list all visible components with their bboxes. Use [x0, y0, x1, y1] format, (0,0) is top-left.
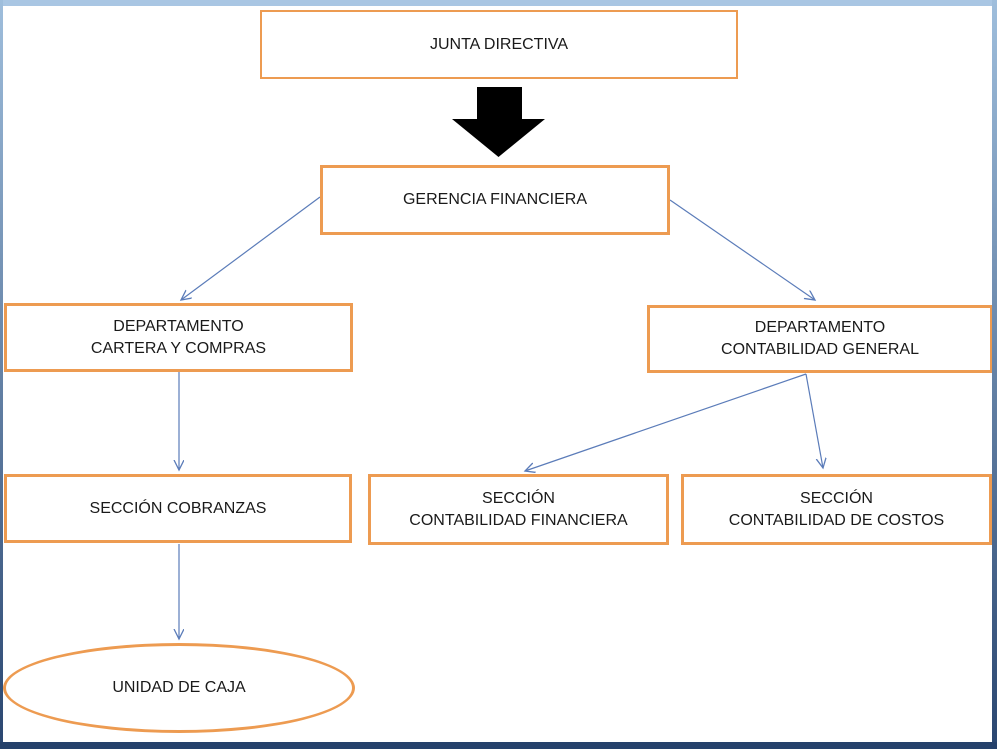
node-gerencia-financiera: GERENCIA FINANCIERA	[320, 165, 670, 235]
node-label-depto-cartera-line2: CARTERA Y COMPRAS	[90, 339, 267, 357]
node-label-unidad-caja: UNIDAD DE CAJA	[112, 679, 246, 696]
down-block-arrow-icon	[452, 87, 545, 157]
node-depto-contabilidad-general: DEPARTAMENTO CONTABILIDAD GENERAL	[647, 305, 993, 373]
node-label-depto-cartera-line1: DEPARTAMENTO	[113, 317, 244, 335]
node-unidad-caja: UNIDAD DE CAJA	[3, 643, 355, 733]
node-label-seccion-costos-line2: CONTABILIDAD DE COSTOS	[728, 511, 945, 529]
connector-depto-contabilidad-to-seccion-financiera	[525, 373, 807, 471]
node-label-depto-contabilidad-line1: DEPARTAMENTO	[754, 319, 886, 336]
node-seccion-cobranzas: SECCIÓN COBRANZAS	[4, 474, 352, 543]
node-label-seccion-costos-line1: SECCIÓN	[800, 489, 873, 507]
node-label-gerencia-financiera: GERENCIA FINANCIERA	[402, 191, 588, 208]
node-label-seccion-financiera-line2: CONTABILIDAD FINANCIERA	[409, 511, 628, 529]
node-seccion-contabilidad-financiera: SECCIÓN CONTABILIDAD FINANCIERA	[368, 474, 669, 545]
node-label-seccion-cobranzas: SECCIÓN COBRANZAS	[89, 499, 267, 517]
frame-border-top	[0, 0, 997, 6]
node-seccion-contabilidad-costos: SECCIÓN CONTABILIDAD DE COSTOS	[681, 474, 992, 545]
frame-border-right	[992, 0, 997, 749]
frame-border-bottom	[0, 742, 997, 749]
frame-border-left	[0, 0, 3, 749]
connector-gerencia-to-depto-cartera	[181, 196, 321, 300]
node-label-depto-contabilidad-line2: CONTABILIDAD GENERAL	[721, 341, 919, 358]
node-label-junta-directiva: JUNTA DIRECTIVA	[429, 35, 569, 53]
node-label-seccion-financiera-line1: SECCIÓN	[482, 489, 555, 507]
connector-depto-contabilidad-to-seccion-costos	[805, 373, 823, 468]
node-depto-cartera-compras: DEPARTAMENTO CARTERA Y COMPRAS	[4, 303, 353, 372]
connector-gerencia-to-depto-contabilidad	[669, 199, 815, 300]
node-junta-directiva: JUNTA DIRECTIVA	[260, 10, 738, 79]
